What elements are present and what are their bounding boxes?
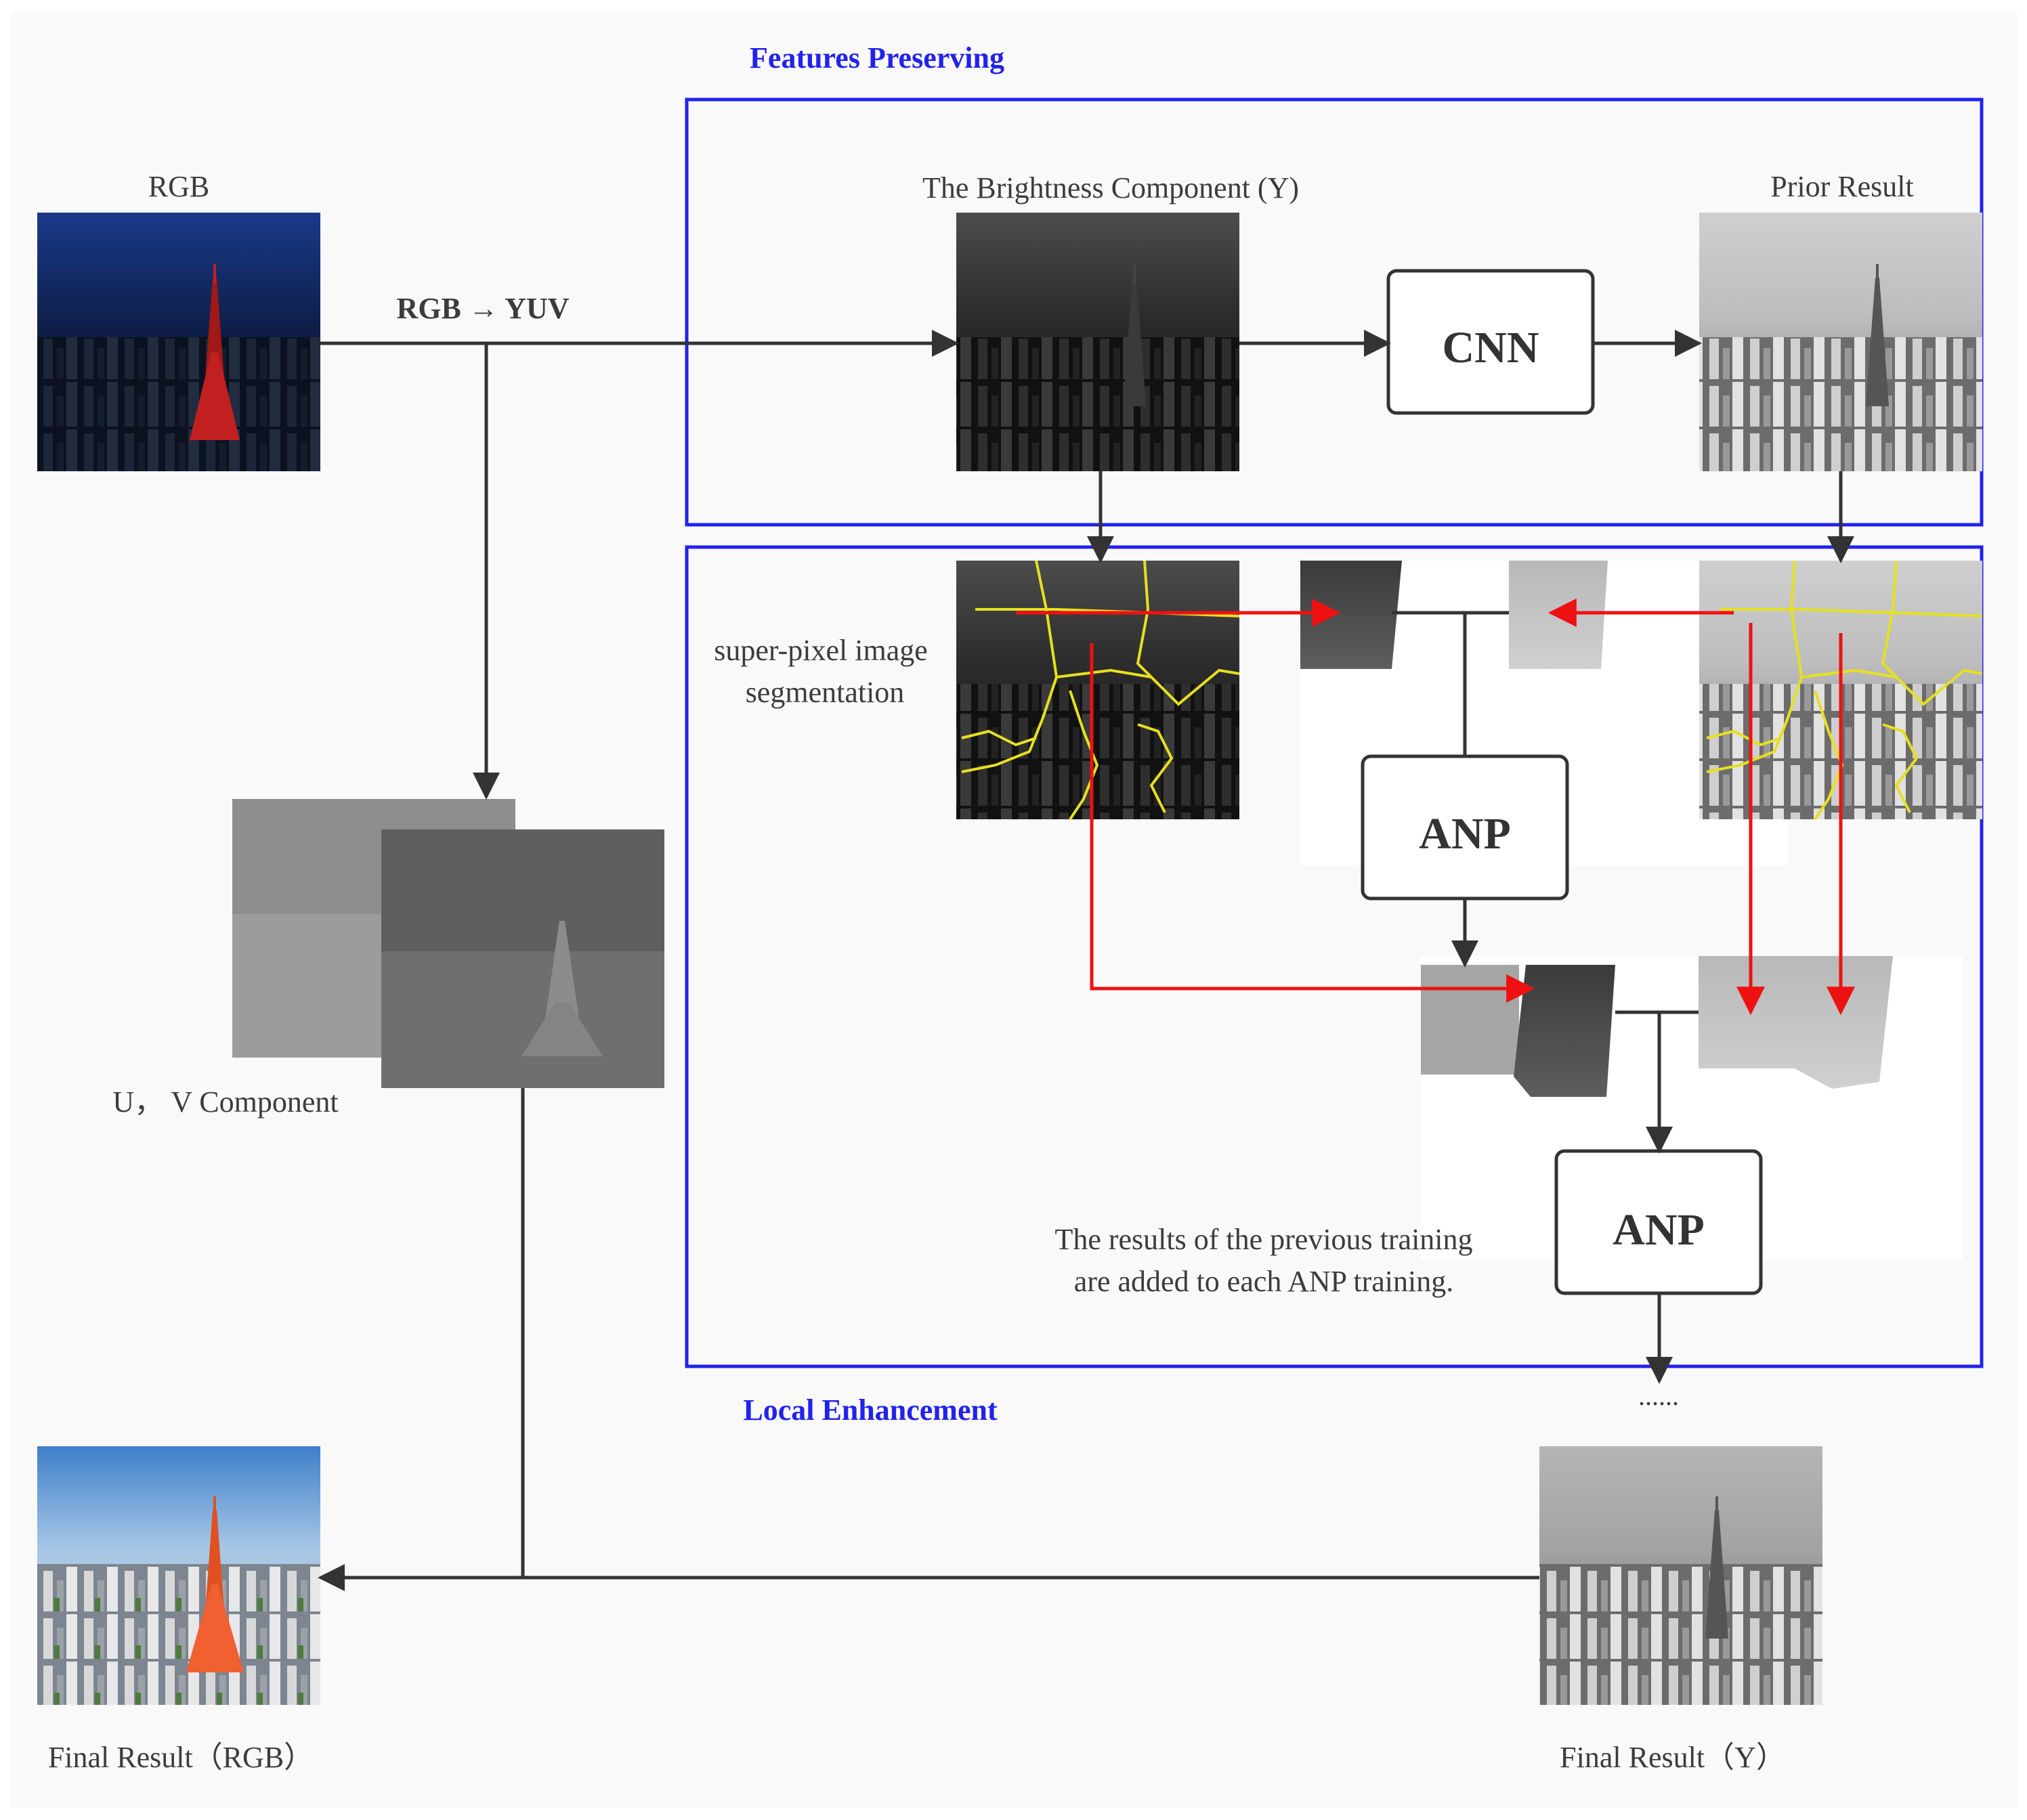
previous-training-line2: are added to each ANP training. xyxy=(1074,1265,1453,1298)
brightness-label: The Brightness Component (Y) xyxy=(922,171,1299,204)
superpixel-label-line2: segmentation xyxy=(746,676,905,709)
brightness-y-image xyxy=(956,213,1239,471)
ellipsis-label: ...... xyxy=(1638,1381,1679,1411)
final-y-label: Final Result（Y） xyxy=(1560,1741,1786,1774)
red-arrow-to-anp2-dark xyxy=(1090,643,1535,1003)
anp2-grey-patch-left xyxy=(1421,965,1519,1075)
superpixel-segmentation-dark-image xyxy=(956,560,1240,821)
anp1-dark-patch xyxy=(1300,561,1402,669)
prior-result-image xyxy=(1699,213,1982,471)
previous-training-line1: The results of the previous training xyxy=(1054,1223,1472,1256)
rgb-input-image xyxy=(37,213,320,471)
cnn-label: CNN xyxy=(1443,323,1539,372)
final-rgb-label: Final Result（RGB） xyxy=(48,1741,314,1774)
rgb-to-yuv-label: RGB → YUV xyxy=(396,292,569,325)
anp1-label: ANP xyxy=(1419,809,1511,859)
prior-result-label: Prior Result xyxy=(1770,170,1913,203)
local-enhancement-title: Local Enhancement xyxy=(743,1393,998,1427)
anp2-dark-patch xyxy=(1514,965,1615,1097)
final-y-image xyxy=(1539,1446,1822,1705)
anp2-label: ANP xyxy=(1613,1205,1705,1255)
features-preserving-title: Features Preserving xyxy=(750,41,1004,74)
final-rgb-image xyxy=(37,1446,320,1705)
anp1-light-patch xyxy=(1509,561,1608,669)
rgb-label: RGB xyxy=(148,170,209,203)
v-component-image xyxy=(381,829,664,1088)
local-enhancement-frame xyxy=(685,545,1984,1368)
uv-component-label: U， V Component xyxy=(112,1085,338,1119)
superpixel-label-line1: super-pixel image xyxy=(714,634,928,667)
